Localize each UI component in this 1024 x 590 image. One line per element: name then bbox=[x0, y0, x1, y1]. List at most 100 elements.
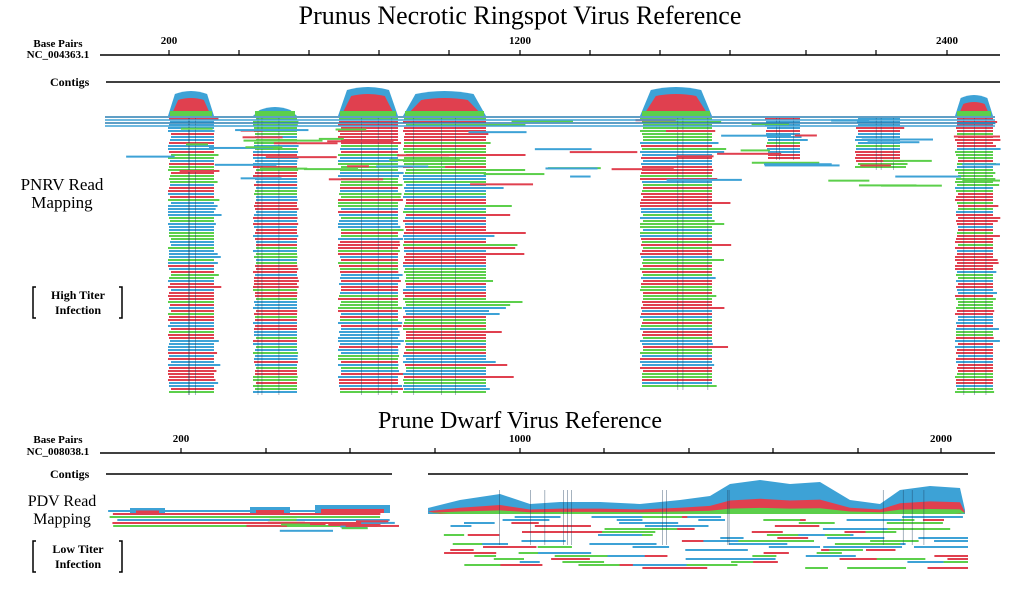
read bbox=[338, 205, 398, 207]
read bbox=[168, 157, 214, 159]
read bbox=[254, 184, 297, 186]
read bbox=[957, 325, 993, 327]
read bbox=[168, 280, 214, 282]
read bbox=[255, 349, 297, 351]
read bbox=[514, 516, 561, 518]
read bbox=[340, 148, 398, 150]
read bbox=[109, 516, 381, 518]
read bbox=[632, 564, 687, 566]
read bbox=[957, 289, 994, 291]
read bbox=[957, 184, 1000, 186]
read bbox=[957, 232, 993, 234]
read bbox=[338, 244, 401, 246]
read bbox=[957, 148, 1001, 150]
read bbox=[569, 151, 638, 154]
read bbox=[642, 181, 712, 183]
read bbox=[340, 268, 398, 270]
read bbox=[640, 340, 712, 342]
read bbox=[405, 340, 486, 342]
read bbox=[340, 133, 398, 135]
read bbox=[338, 223, 398, 225]
read bbox=[642, 190, 712, 192]
read bbox=[341, 370, 400, 372]
read bbox=[338, 247, 398, 249]
read bbox=[641, 256, 712, 258]
read bbox=[642, 154, 712, 156]
read bbox=[640, 316, 712, 318]
read bbox=[957, 130, 993, 132]
read bbox=[403, 379, 486, 381]
read bbox=[642, 271, 712, 273]
read bbox=[403, 265, 486, 267]
read bbox=[253, 250, 297, 252]
read bbox=[839, 558, 899, 560]
read bbox=[538, 552, 592, 554]
read bbox=[259, 167, 308, 170]
read bbox=[777, 537, 809, 539]
read bbox=[958, 355, 993, 357]
read bbox=[843, 546, 888, 548]
read bbox=[958, 160, 993, 162]
read bbox=[602, 531, 656, 533]
read bbox=[405, 364, 508, 366]
read bbox=[341, 232, 398, 234]
read bbox=[254, 256, 298, 258]
read bbox=[766, 534, 802, 536]
read bbox=[406, 337, 486, 339]
read bbox=[340, 319, 398, 321]
read bbox=[168, 301, 214, 303]
read bbox=[955, 181, 993, 183]
read bbox=[169, 217, 214, 219]
read bbox=[340, 241, 400, 243]
read bbox=[794, 134, 817, 137]
read bbox=[169, 232, 214, 234]
read bbox=[255, 274, 297, 276]
read bbox=[256, 259, 297, 261]
read bbox=[589, 543, 642, 545]
read bbox=[958, 175, 993, 177]
read bbox=[339, 214, 398, 216]
read bbox=[255, 202, 297, 204]
read bbox=[256, 181, 298, 183]
read bbox=[922, 519, 944, 521]
read bbox=[642, 166, 712, 168]
read bbox=[406, 169, 526, 171]
read bbox=[404, 376, 514, 378]
read bbox=[766, 145, 800, 147]
read bbox=[494, 564, 543, 566]
read bbox=[253, 154, 297, 156]
read bbox=[340, 304, 398, 306]
read bbox=[642, 310, 712, 312]
read bbox=[338, 307, 402, 309]
read bbox=[554, 555, 608, 557]
read bbox=[281, 523, 310, 526]
read bbox=[943, 561, 968, 563]
read bbox=[340, 391, 398, 393]
read bbox=[403, 235, 495, 237]
read bbox=[913, 546, 968, 548]
read bbox=[958, 292, 998, 294]
read bbox=[168, 346, 214, 348]
read bbox=[255, 292, 298, 294]
read bbox=[957, 253, 993, 255]
read bbox=[955, 268, 993, 270]
coverage-peak bbox=[256, 510, 284, 513]
read bbox=[406, 199, 486, 201]
read bbox=[720, 537, 744, 539]
pdv-titer-label: Infection bbox=[55, 557, 101, 571]
read bbox=[339, 346, 398, 348]
read bbox=[666, 178, 742, 181]
read bbox=[957, 310, 995, 312]
read bbox=[340, 157, 398, 159]
read bbox=[256, 247, 297, 249]
read bbox=[338, 364, 399, 366]
read bbox=[256, 310, 298, 312]
read bbox=[255, 373, 297, 375]
read bbox=[404, 352, 486, 354]
read bbox=[502, 519, 550, 521]
read bbox=[269, 518, 297, 521]
read bbox=[341, 259, 398, 261]
read bbox=[339, 193, 402, 195]
read bbox=[406, 277, 486, 279]
read bbox=[856, 148, 900, 150]
